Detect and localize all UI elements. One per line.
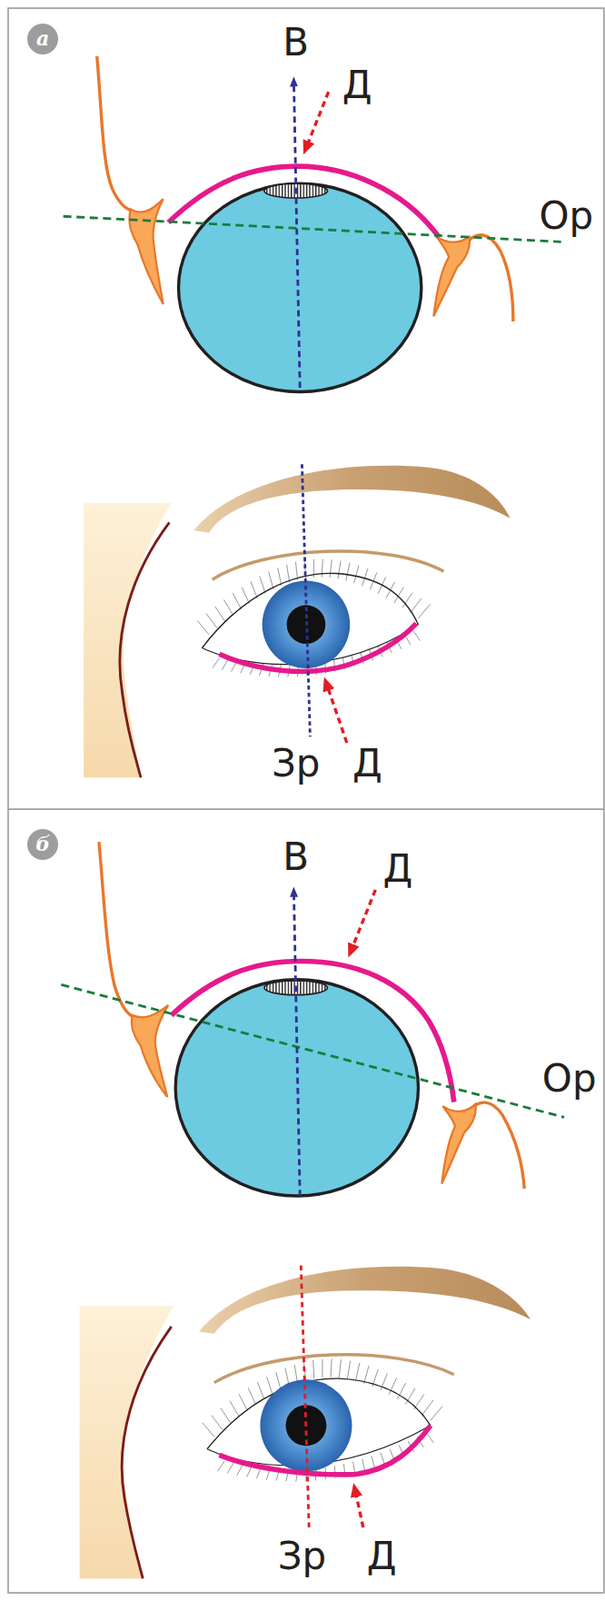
eyelash xyxy=(250,581,258,599)
vertical-axis xyxy=(300,1265,309,1531)
panel-badge: б xyxy=(26,828,60,862)
axis-label: Д xyxy=(342,66,373,105)
eyelid-right-a xyxy=(433,235,514,322)
eyelash xyxy=(217,1461,225,1472)
eyelash xyxy=(422,1400,434,1416)
eyelash xyxy=(337,560,341,579)
eyelash xyxy=(202,1423,215,1438)
eyelash xyxy=(267,1377,273,1395)
eyelash xyxy=(413,630,421,641)
eyelash xyxy=(259,576,266,595)
conjunctiva xyxy=(168,166,439,238)
panel-letter: б xyxy=(26,828,60,860)
eyelash xyxy=(380,1453,385,1466)
eyelash xyxy=(238,1394,248,1411)
vertical-axis xyxy=(301,464,310,737)
eyelash xyxy=(347,1361,350,1380)
eyelash xyxy=(257,1382,264,1400)
eyelash xyxy=(321,1359,323,1379)
eyelash xyxy=(330,1359,332,1379)
eyelash xyxy=(287,565,290,584)
eyelash xyxy=(276,1372,281,1390)
eyelash xyxy=(206,614,218,629)
eyelash xyxy=(215,606,226,623)
eyelash xyxy=(237,1465,243,1477)
axis-label: Д xyxy=(383,850,414,889)
pointer-arrow xyxy=(355,1490,364,1529)
pointer-arrow xyxy=(326,684,347,744)
eyelash xyxy=(321,559,323,578)
eyelash xyxy=(268,572,274,590)
eyelash xyxy=(277,567,282,586)
pointer-arrow xyxy=(350,890,376,952)
eyelash xyxy=(371,1456,376,1468)
eyelash xyxy=(241,586,249,604)
eyelash xyxy=(247,1388,256,1405)
panel-badge: а xyxy=(26,22,60,56)
eyelid-left-a xyxy=(97,56,164,305)
axis-label: Д xyxy=(366,1537,397,1577)
eyelash xyxy=(197,620,209,635)
axis-label: Зр xyxy=(277,1537,328,1577)
eyelash xyxy=(229,1401,239,1418)
eyelash xyxy=(313,1360,315,1379)
eyelash xyxy=(410,598,422,614)
pointer-arrow xyxy=(306,91,329,149)
eyelash xyxy=(405,1388,415,1405)
eyelash xyxy=(417,605,430,619)
eyelash xyxy=(362,1459,366,1472)
eyelash xyxy=(346,563,350,582)
eyelash xyxy=(354,565,359,584)
eyelash xyxy=(426,1433,434,1444)
orbit-line xyxy=(60,984,565,1118)
eyelash xyxy=(388,1378,397,1395)
axis-label: Ор xyxy=(538,197,594,236)
eyeball xyxy=(178,183,422,392)
conjunctiva xyxy=(171,962,455,1103)
eyelash xyxy=(223,599,233,615)
axis-label: В xyxy=(282,838,309,877)
axis-label: Д xyxy=(352,744,383,784)
eyelash xyxy=(353,1462,356,1475)
orbit-line xyxy=(63,216,562,242)
face-a xyxy=(83,466,510,779)
axis-label: Зр xyxy=(271,744,321,784)
eyelash xyxy=(294,1365,298,1384)
panel-frames xyxy=(8,8,605,1594)
eyelash xyxy=(364,1366,369,1384)
eyelash xyxy=(227,1463,234,1475)
panel-letter: а xyxy=(26,22,60,54)
visual-axis xyxy=(293,892,300,1197)
visual-axis xyxy=(293,81,300,388)
eyelash xyxy=(338,1359,341,1379)
eyelash xyxy=(356,1363,360,1382)
eyelash xyxy=(212,658,220,669)
axis-label: Ор xyxy=(542,1060,597,1099)
eyelash xyxy=(211,1416,223,1431)
eyelid-right-b xyxy=(441,1102,525,1190)
eyelash xyxy=(232,593,241,610)
eyelash xyxy=(329,559,332,578)
eyelash xyxy=(220,1408,231,1425)
eyelash xyxy=(430,1407,443,1421)
axis-label: В xyxy=(282,23,309,62)
eyelid-left-b xyxy=(99,842,169,1098)
eyelash xyxy=(221,659,229,671)
